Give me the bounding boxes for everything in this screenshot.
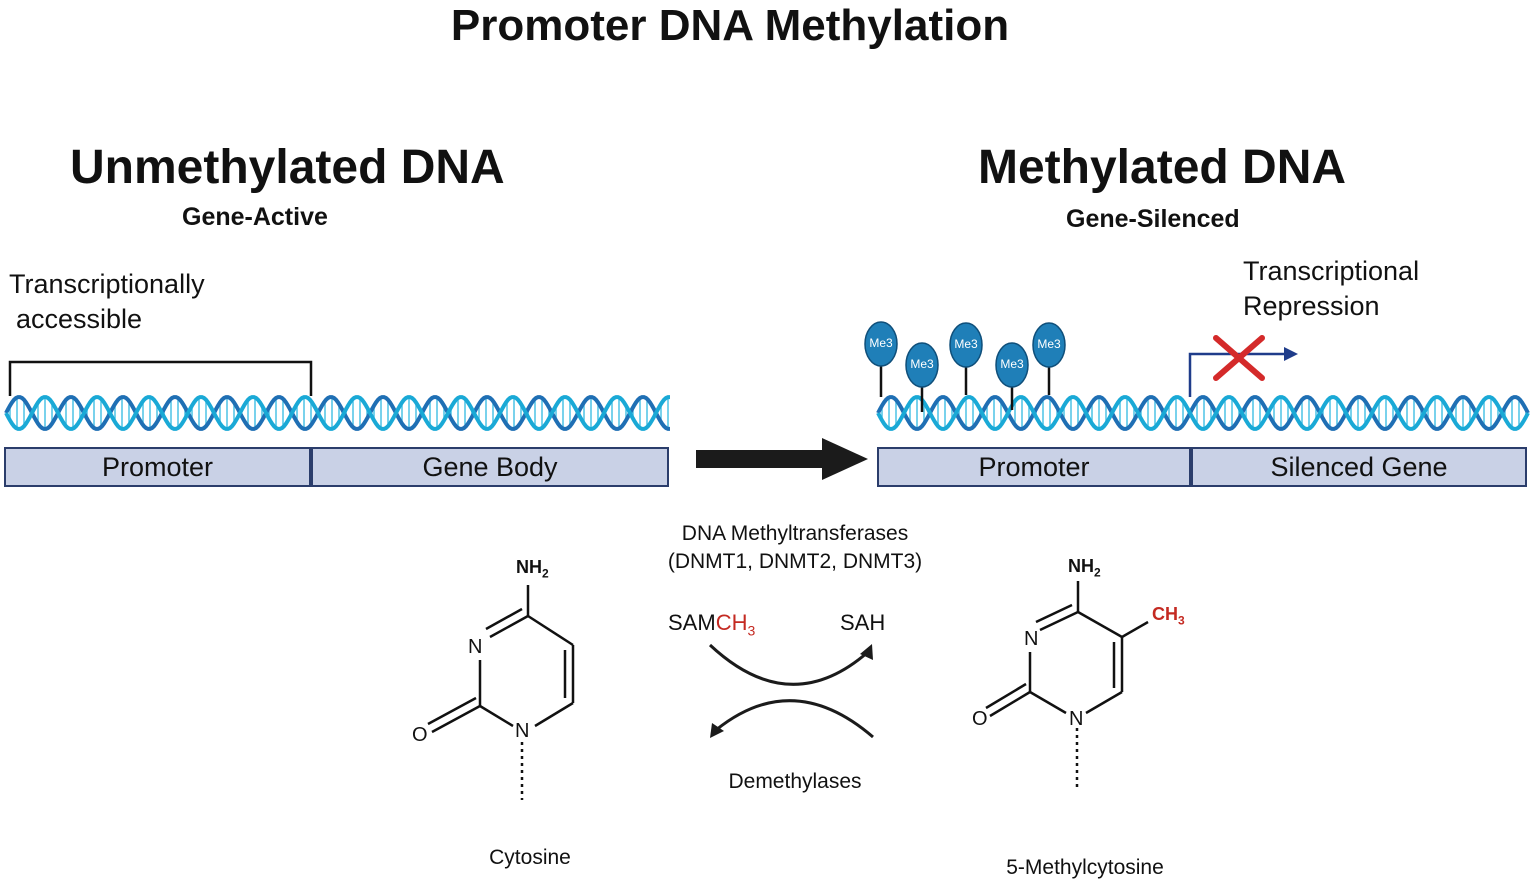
cytosine-amine-subscript: 2: [542, 566, 549, 581]
promoter-region-right: Promoter: [877, 447, 1191, 487]
sam-label: SAMCH3: [668, 610, 755, 638]
cytosine-amine: NH2: [516, 557, 549, 581]
methylcytosine-oxygen: O: [972, 708, 988, 730]
page-title: Promoter DNA Methylation: [450, 1, 1010, 50]
silenced-gene-region: Silenced Gene: [1191, 447, 1527, 487]
methyl-mark-icon: [1032, 322, 1066, 368]
sah-label: SAH: [840, 610, 886, 635]
methyl-mark-label: Me3: [954, 337, 978, 351]
accessible-note-line2: accessible: [16, 304, 143, 334]
methyl-mark-icon: [949, 322, 983, 368]
enzyme-name: DNA Methyltransferases: [681, 522, 909, 545]
gene-body-region: Gene Body: [311, 447, 669, 487]
cytosine-n3: N: [468, 636, 483, 658]
sam-methyl: CH: [715, 610, 748, 635]
methyl-mark-label: Me3: [910, 357, 934, 371]
dna-helix-left: [4, 395, 670, 431]
dna-strand-b: [876, 395, 1530, 431]
dna-helix-right: [876, 395, 1530, 431]
methylcytosine-n1: N: [1069, 708, 1084, 730]
cytosine-n1: N: [515, 720, 530, 742]
unmethylated-subheading: Gene-Active: [182, 203, 328, 231]
methylcytosine-name: 5-Methylcytosine: [1006, 856, 1164, 879]
methylcytosine-methyl: CH3: [1152, 604, 1185, 628]
enzyme-list: (DNMT1, DNMT2, DNMT3): [667, 550, 923, 573]
sam-donor: SAM: [668, 610, 716, 635]
methylation-arrow-icon: [708, 643, 873, 686]
cytosine-oxygen: O: [412, 724, 428, 746]
unmethylated-heading: Unmethylated DNA: [70, 141, 505, 194]
methylcytosine-amine-subscript: 2: [1094, 565, 1101, 580]
repression-note-line1: Transcriptional: [1243, 256, 1420, 286]
methylated-subheading: Gene-Silenced: [1066, 205, 1240, 233]
demethylases-label: Demethylases: [728, 770, 862, 793]
cytosine-amine-text: NH: [516, 557, 542, 577]
promoter-region-left: Promoter: [4, 447, 311, 487]
methylcytosine-amine: NH2: [1068, 556, 1101, 580]
methylcytosine-n3: N: [1024, 628, 1039, 650]
cytosine-name: Cytosine: [489, 846, 571, 869]
promoter-bracket: [8, 360, 313, 396]
demethylation-arrow-icon: [710, 699, 874, 739]
accessible-note-line1: Transcriptionally: [9, 269, 205, 299]
methylcytosine-methyl-subscript: 3: [1178, 613, 1185, 628]
dna-strand-a: [876, 395, 1530, 431]
methyl-marks: [864, 321, 1066, 412]
methyl-mark-label: Me3: [1000, 357, 1024, 371]
methyl-mark-icon: [995, 342, 1029, 388]
methylcytosine-amine-text: NH: [1068, 556, 1094, 576]
cytosine-structure: [427, 585, 575, 800]
repression-note-line2: Repression: [1243, 291, 1380, 321]
dna-strand-b: [4, 395, 670, 431]
methyl-mark-label: Me3: [869, 336, 893, 350]
conversion-arrow-icon: [696, 438, 868, 480]
methylcytosine-methyl-text: CH: [1152, 604, 1178, 624]
sam-methyl-subscript: 3: [747, 622, 756, 639]
methyl-mark-icon: [864, 321, 898, 367]
methylcytosine-structure: [985, 581, 1149, 788]
methyl-mark-icon: [905, 342, 939, 388]
tss-arrow-icon: [1188, 347, 1298, 397]
methylated-heading: Methylated DNA: [978, 141, 1347, 194]
repression-x-icon: [1213, 335, 1265, 381]
dna-strand-a: [4, 395, 670, 431]
methyl-mark-label: Me3: [1037, 337, 1061, 351]
